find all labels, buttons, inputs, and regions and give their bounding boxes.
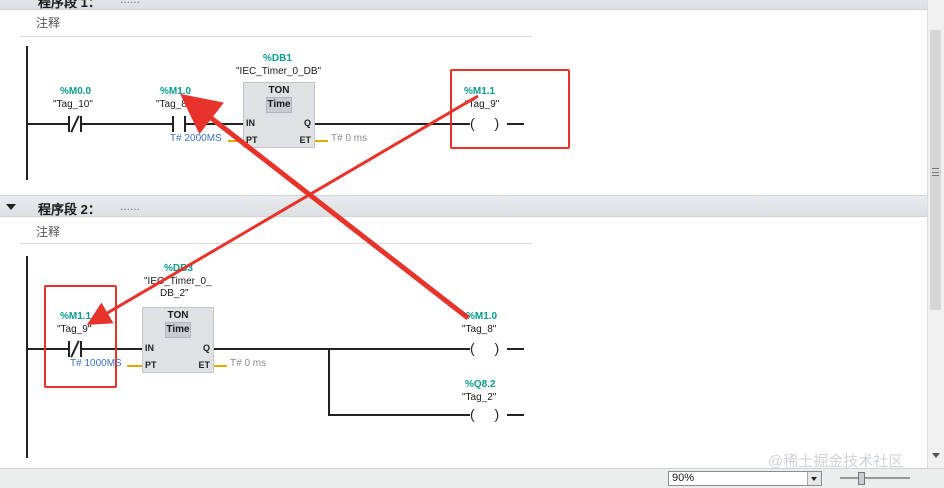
segment-1-comment-divider bbox=[20, 36, 532, 37]
annotation-box-segment-1-coil bbox=[450, 69, 570, 149]
segment-2-timer-type: TON bbox=[167, 310, 189, 321]
segment-1-wire bbox=[28, 123, 244, 125]
watermark-text: @稀土掘金技术社区 bbox=[768, 453, 904, 470]
segment-1-timer-subtype[interactable]: Time bbox=[266, 97, 292, 113]
segment-1-timer-pt-value[interactable]: T# 2000MS bbox=[170, 133, 222, 144]
segment-2-contact-1-tag[interactable]: "Tag_9" bbox=[57, 324, 92, 335]
annotation-arrow-thick bbox=[180, 93, 470, 320]
status-bar: 90% bbox=[0, 468, 944, 488]
segment-2-comment-divider bbox=[20, 243, 532, 244]
segment-1-header[interactable]: 程序段 1： ...... bbox=[0, 0, 928, 10]
segment-1-coil-address[interactable]: %M1.1 bbox=[464, 86, 496, 97]
segment-2-timer-pin-q: Q bbox=[202, 343, 210, 353]
segment-2-branch-vertical bbox=[328, 348, 330, 416]
segment-1-power-rail bbox=[26, 46, 28, 180]
segment-2-wire-out bbox=[214, 348, 524, 350]
segment-2-contact-1-nc[interactable] bbox=[68, 340, 82, 358]
segment-2-power-rail bbox=[26, 256, 28, 458]
segment-1-contact-1-tag[interactable]: "Tag_10" bbox=[53, 99, 93, 110]
segment-1-timer-pin-q: Q bbox=[303, 118, 311, 128]
dropdown-arrow-icon[interactable] bbox=[807, 472, 821, 485]
segment-2-header[interactable]: 程序段 2： ...... bbox=[0, 195, 928, 217]
scroll-thumb[interactable] bbox=[930, 30, 941, 310]
segment-1-timer-et-value: T# 0 ms bbox=[331, 133, 368, 144]
vertical-scrollbar[interactable] bbox=[927, 0, 944, 468]
segment-2-coil-1-address[interactable]: %M1.0 bbox=[466, 311, 498, 322]
scroll-down-icon[interactable] bbox=[932, 453, 940, 458]
segment-2-timer-db-address[interactable]: %DB3 bbox=[164, 263, 193, 274]
segment-2-timer-db-name-1[interactable]: "IEC_Timer_0_ bbox=[144, 276, 212, 287]
segment-1-contact-2-tag[interactable]: "Tag_8" bbox=[156, 99, 191, 110]
segment-2-pt-connector bbox=[127, 365, 142, 367]
segment-1-pt-connector bbox=[228, 140, 243, 142]
segment-1-title: 程序段 1： bbox=[38, 0, 101, 10]
collapse-arrow-icon[interactable] bbox=[6, 204, 16, 210]
segment-2-wire bbox=[28, 348, 142, 350]
annotation-box-segment-2-contact bbox=[44, 285, 117, 388]
scroll-grip-icon[interactable] bbox=[932, 168, 939, 176]
segment-2-contact-1-address[interactable]: %M1.1 bbox=[60, 311, 92, 322]
zoom-slider[interactable] bbox=[840, 472, 910, 485]
segment-1-dots: ...... bbox=[120, 0, 140, 6]
segment-2-dots: ...... bbox=[120, 199, 141, 213]
segment-2-coil-1[interactable]: ( ) bbox=[470, 340, 508, 356]
segment-2-timer-pin-pt: PT bbox=[145, 360, 157, 370]
segment-1-contact-1-nc[interactable] bbox=[68, 115, 82, 133]
segment-1-comment[interactable]: 注释 bbox=[36, 16, 61, 30]
segment-2-coil-2-address[interactable]: %Q8.2 bbox=[465, 379, 496, 390]
segment-2-branch-wire bbox=[328, 414, 524, 416]
segment-2-comment[interactable]: 注释 bbox=[36, 225, 61, 239]
segment-1-timer-db-name[interactable]: "IEC_Timer_0_DB" bbox=[236, 66, 322, 77]
segment-2-title: 程序段 2： bbox=[38, 202, 101, 217]
segment-2-et-connector bbox=[214, 365, 227, 367]
segment-2-timer-et-value: T# 0 ms bbox=[230, 358, 267, 369]
zoom-select[interactable]: 90% bbox=[668, 471, 822, 486]
annotation-arrow-thin bbox=[86, 94, 479, 326]
segment-1-contact-1-address[interactable]: %M0.0 bbox=[60, 86, 92, 97]
segment-2-timer-pt-value[interactable]: T# 1000MS bbox=[70, 358, 122, 369]
zoom-slider-thumb[interactable] bbox=[858, 472, 865, 485]
segment-2-timer-subtype[interactable]: Time bbox=[165, 322, 191, 338]
segment-2-coil-1-tag[interactable]: "Tag_8" bbox=[462, 324, 497, 335]
segment-2-timer-block[interactable]: TON Time IN PT Q ET bbox=[142, 307, 214, 373]
segment-2-timer-pin-in: IN bbox=[145, 343, 154, 353]
segment-1-timer-db-address[interactable]: %DB1 bbox=[263, 53, 292, 64]
segment-1-et-connector bbox=[315, 140, 328, 142]
segment-1-contact-2-address[interactable]: %M1.0 bbox=[160, 86, 192, 97]
segment-1-coil[interactable]: ( ) bbox=[470, 115, 508, 131]
segment-1-timer-pin-in: IN bbox=[246, 118, 255, 128]
zoom-value: 90% bbox=[672, 472, 695, 484]
segment-1-wire-out bbox=[314, 123, 524, 125]
segment-2-timer-pin-et: ET bbox=[198, 360, 210, 370]
segment-2-coil-2-tag[interactable]: "Tag_2" bbox=[462, 392, 497, 403]
segment-1-coil-tag[interactable]: "Tag_9" bbox=[465, 99, 500, 110]
segment-1-timer-type: TON bbox=[268, 85, 290, 96]
segment-2-timer-db-name-2[interactable]: DB_2" bbox=[160, 288, 189, 299]
segment-1-timer-block[interactable]: TON Time IN PT Q ET bbox=[243, 82, 315, 148]
segment-1-timer-pin-pt: PT bbox=[246, 135, 258, 145]
segment-1-timer-pin-et: ET bbox=[299, 135, 311, 145]
segment-2-coil-2[interactable]: ( ) bbox=[470, 406, 508, 422]
